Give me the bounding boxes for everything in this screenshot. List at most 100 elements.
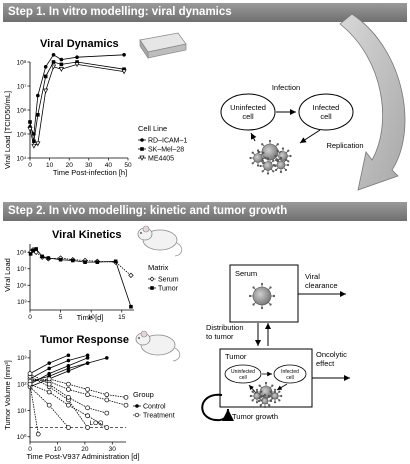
svg-text:Treatment: Treatment <box>143 413 175 420</box>
tr-point <box>85 387 90 392</box>
virus-icon <box>257 393 273 409</box>
vd-y-tick-label: 10⁸ <box>17 59 27 66</box>
tr-series-line <box>29 378 127 406</box>
virus-icon-serum <box>248 282 276 310</box>
virus-icon <box>249 149 267 167</box>
vd-point <box>51 53 56 57</box>
tumor-label: Tumor <box>225 352 247 361</box>
virus-icon <box>248 282 276 310</box>
vd-point <box>27 127 33 132</box>
replication-label: Replication <box>326 141 363 150</box>
vd-legend-item-2: SK–Mel–28 <box>138 147 184 154</box>
tr-point <box>66 425 71 430</box>
vd-point <box>43 65 48 69</box>
vk-point <box>95 260 100 264</box>
tr-point <box>85 356 90 360</box>
step2-banner: Step 2. In vivo modelling: kinetic and t… <box>3 202 407 221</box>
oncolytic-label-2: effect <box>316 359 335 368</box>
mouse-icon-2 <box>135 330 181 362</box>
vk-point <box>40 254 45 259</box>
vd-series-line <box>29 54 125 136</box>
vk-point <box>46 256 51 260</box>
tr-series-line <box>29 375 88 428</box>
tr-series-line <box>29 384 39 435</box>
infection-cycle-diagram: Uninfected cell Infected cell Infection … <box>220 83 364 175</box>
vd-point <box>58 67 64 72</box>
tr-point <box>66 381 71 387</box>
tr-point <box>123 402 129 408</box>
vk-series-line <box>30 248 132 307</box>
vk-ylabel: Viral Load <box>3 258 12 292</box>
vk-x-tick-label: 0 <box>28 314 32 321</box>
tr-series-line <box>29 362 88 388</box>
tumor-growth-label: Tumor growth <box>232 412 278 421</box>
vd-y-tick-label: 10⁵ <box>17 131 27 138</box>
vd-point <box>36 113 40 117</box>
tumor-infected-label-2: cell <box>286 375 294 381</box>
distribution-label-2: to tumor <box>206 332 234 341</box>
tr-point <box>47 361 51 365</box>
compartment-model-diagram: Serum Viral clearance Distribution to tu… <box>201 264 350 422</box>
serum-label: Serum <box>235 269 257 278</box>
tr-point <box>66 363 71 368</box>
vd-x-tick-label: 50 <box>124 162 132 169</box>
distribution-label-1: Distribution <box>206 323 244 332</box>
tumor-uninfected-cell <box>224 364 262 384</box>
tr-point <box>104 392 110 398</box>
tr-series-line <box>29 378 127 398</box>
tumor-response-title: Tumor Response <box>40 334 129 346</box>
vd-ylabel: Viral Load [TCID50/mL] <box>3 91 12 169</box>
svg-text:SK–Mel–28: SK–Mel–28 <box>148 147 184 154</box>
tr-legend-title: Group <box>133 390 154 399</box>
vk-point <box>83 260 87 264</box>
vd-xlabel: Time Post-infection [h] <box>53 168 127 177</box>
vd-point <box>31 143 37 149</box>
tr-xlabel: Time Post-V937 Administration [d] <box>26 452 139 461</box>
vk-x-tick-label: 5 <box>59 314 63 321</box>
tr-point <box>123 394 129 400</box>
vk-legend-item-2: Tumor <box>148 286 179 293</box>
infection-label: Infection <box>272 83 300 92</box>
tr-y-tick-label: 10¹ <box>17 408 27 415</box>
vd-legend-item-3: ME4405 <box>138 156 174 163</box>
replication-arrow <box>299 129 321 144</box>
infected-cell-node <box>298 93 354 131</box>
transition-arrow <box>339 13 406 191</box>
vd-point <box>50 64 57 70</box>
vk-y-tick-label: 10⁹ <box>16 250 26 257</box>
vd-x-tick-label: 0 <box>28 162 32 169</box>
virus-icon <box>249 388 265 404</box>
vd-x-tick-label: 40 <box>105 162 113 169</box>
vd-point <box>35 141 41 147</box>
clearance-label-1: Viral <box>305 272 320 281</box>
vk-point <box>28 252 33 256</box>
step1-banner: Step 1. In vitro modelling: viral dynami… <box>3 3 407 22</box>
svg-text:Control: Control <box>143 404 166 411</box>
vd-point <box>121 69 127 75</box>
vd-y-tick-label: 10⁴ <box>16 155 26 162</box>
tr-x-tick-label: 0 <box>28 446 32 453</box>
vd-point <box>75 60 79 64</box>
tumor-uninfected-label-1: Uninfected <box>231 369 255 375</box>
vk-y-tick-label: 10⁵ <box>17 283 27 290</box>
vd-series-line <box>29 61 125 142</box>
vk-x-tick-label: 15 <box>118 314 126 321</box>
vk-xlabel: Time [d] <box>77 313 104 322</box>
tr-point <box>85 425 90 430</box>
tumor-infected-cell <box>273 364 307 384</box>
tr-x-tick-label: 30 <box>109 446 117 453</box>
viral-kinetics-title: Viral Kinetics <box>52 229 122 241</box>
tr-point <box>66 369 71 373</box>
vd-x-tick-label: 10 <box>46 162 54 169</box>
virus-cluster-icon <box>249 139 292 175</box>
tr-point <box>46 389 52 395</box>
tr-point <box>85 353 90 358</box>
vd-point <box>36 93 40 98</box>
vd-y-tick-label: 10⁷ <box>17 83 27 90</box>
vd-legend-title: Cell Line <box>138 124 167 133</box>
tr-ylabel: Tumor Volume [mm³] <box>3 360 12 430</box>
tr-point <box>66 394 71 400</box>
tumor-replication-arrow <box>276 383 288 391</box>
